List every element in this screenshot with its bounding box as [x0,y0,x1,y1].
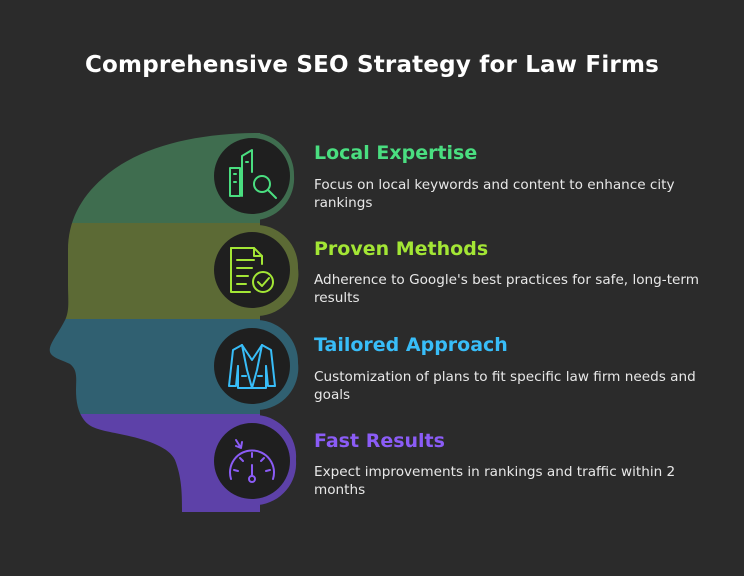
item-title-proven-methods: Proven Methods [314,238,489,260]
icon-circle-tailored-approach [214,328,290,404]
item-title-local-expertise: Local Expertise [314,142,478,164]
city-search-icon [229,149,277,199]
icon-circle-fast-results [214,423,290,499]
item-desc-local-expertise: Focus on local keywords and content to e… [314,177,675,211]
item-desc-fast-results: Expect improvements in rankings and traf… [314,464,676,498]
icon-circle-proven-methods [214,232,290,308]
speedometer-icon [229,439,275,483]
item-title-tailored-approach: Tailored Approach [314,334,508,356]
item-title-fast-results: Fast Results [314,430,445,452]
page-title: Comprehensive SEO Strategy for Law Firms [84,52,660,78]
document-check-icon [230,247,274,293]
item-desc-tailored-approach: Customization of plans to fit specific l… [314,369,696,403]
item-desc-proven-methods: Adherence to Google's best practices for… [314,272,699,306]
suit-jacket-icon [228,344,276,389]
